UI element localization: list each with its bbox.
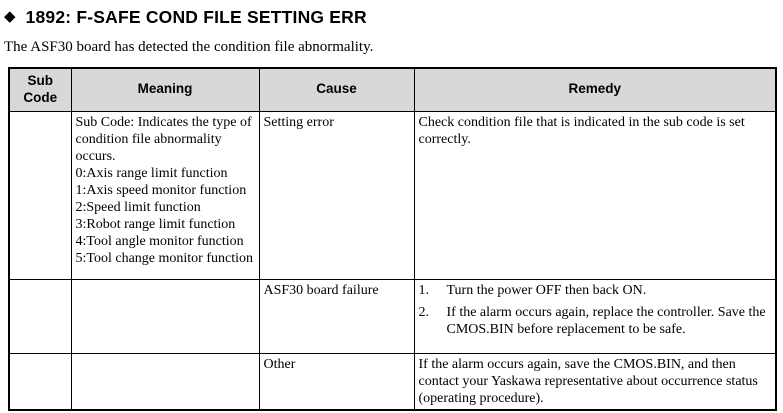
remedy-numbered-list: 1. Turn the power OFF then back ON. 2. I…: [419, 282, 772, 338]
remedy-cell: 1. Turn the power OFF then back ON. 2. I…: [413, 278, 777, 354]
table-row: Sub Code: Indicates the type of conditio…: [8, 110, 777, 280]
remedy-list-item: 1. Turn the power OFF then back ON.: [419, 282, 772, 299]
sub-code-cell: [8, 110, 72, 280]
header-cause: Cause: [258, 67, 415, 112]
error-description: The ASF30 board has detected the conditi…: [4, 39, 374, 55]
meaning-cell: Sub Code: Indicates the type of conditio…: [70, 110, 260, 280]
remedy-cell: Check condition file that is indicated i…: [413, 110, 777, 280]
meaning-cell: [70, 278, 260, 354]
cause-cell: Other: [258, 352, 415, 411]
meaning-cell: [70, 352, 260, 411]
alarm-table: Sub Code Meaning Cause Remedy Sub Code: …: [8, 67, 777, 411]
header-sub-code: Sub Code: [8, 67, 72, 112]
list-item-number: 1.: [418, 282, 430, 298]
sub-code-cell: [8, 278, 72, 354]
section-title: ◆ 1892: F-SAFE COND FILE SETTING ERR: [4, 6, 779, 28]
header-remedy: Remedy: [413, 67, 777, 112]
remedy-cell: If the alarm occurs again, save the CMOS…: [413, 352, 777, 411]
list-item-number: 2.: [418, 304, 430, 320]
cause-cell: Setting error: [258, 110, 415, 280]
table-header-row: Sub Code Meaning Cause Remedy: [8, 67, 777, 112]
remedy-list-item: 2. If the alarm occurs again, replace th…: [419, 304, 772, 338]
header-meaning: Meaning: [70, 67, 260, 112]
list-item-text: Turn the power OFF then back ON.: [446, 282, 647, 298]
list-item-text: If the alarm occurs again, replace the c…: [446, 304, 766, 337]
table-row: ASF30 board failure 1. Turn the power OF…: [8, 278, 777, 354]
error-code-title: 1892: F-SAFE COND FILE SETTING ERR: [25, 7, 367, 27]
cause-cell: ASF30 board failure: [258, 278, 415, 354]
sub-code-cell: [8, 352, 72, 411]
diamond-bullet-icon: ◆: [4, 6, 16, 25]
table-row: Other If the alarm occurs again, save th…: [8, 352, 777, 411]
